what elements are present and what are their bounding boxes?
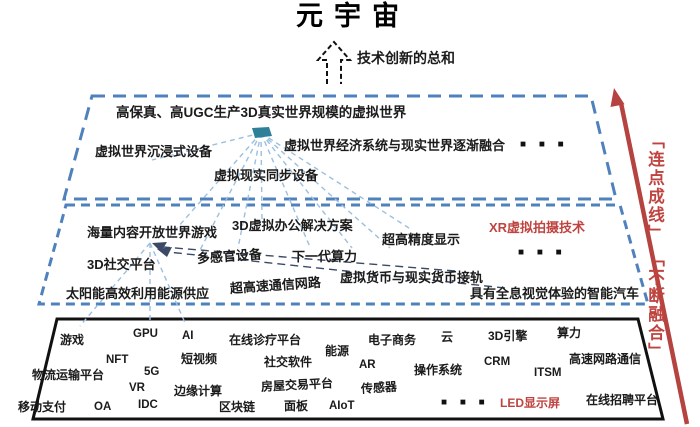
bottom-item-online-clinic: 在线诊疗平台 bbox=[229, 333, 302, 347]
bottom-item-idc: IDC bbox=[138, 399, 158, 411]
bottom-item-short-video: 短视频 bbox=[181, 352, 218, 366]
bottom-item-aiot: AIoT bbox=[329, 400, 355, 412]
bottom-item-oa: OA bbox=[94, 401, 112, 413]
bottom-item-ar: AR bbox=[359, 359, 376, 371]
mid-item-open-world-games: 海量内容开放世界游戏 bbox=[87, 225, 218, 240]
mid-item-hd-display: 超高精度显示 bbox=[382, 232, 461, 247]
side-annotation-col-left: 「不断融合」 bbox=[645, 249, 664, 361]
bottom-item-crm: CRM bbox=[484, 356, 511, 368]
top-item-vision: 高保真、高UGC生产3D真实世界规模的虚拟世界 bbox=[116, 105, 407, 120]
mid-item-solar-energy: 太阳能高效利用能源供应 bbox=[66, 286, 210, 301]
bottom-item-5g: 5G bbox=[144, 366, 160, 378]
bottom-item-ecommerce: 电子商务 bbox=[368, 333, 417, 347]
bottom-item-nft: NFT bbox=[106, 354, 129, 366]
top-item-economy: 虚拟世界经济系统与现实世界逐渐融合 bbox=[284, 138, 506, 153]
bottom-item-blockchain: 区块链 bbox=[219, 400, 256, 414]
title-up-arrow-icon bbox=[315, 40, 353, 84]
hub-node bbox=[252, 127, 272, 138]
bottom-item-social-software: 社交软件 bbox=[264, 355, 313, 369]
bottom-layer-outline bbox=[31, 317, 665, 421]
bottom-item-hs-network: 高速网路通信 bbox=[569, 352, 642, 366]
bottom-item-energy: 能源 bbox=[325, 344, 350, 358]
page-title: 元宇宙 bbox=[296, 1, 410, 31]
top-item-vr-sync-devices: 虚拟现实同步设备 bbox=[214, 168, 319, 183]
bottom-item-mobile-payment: 移动支付 bbox=[18, 400, 67, 414]
bottom-item-edge-computing: 边缘计算 bbox=[174, 384, 223, 398]
bottom-item-gpu: GPU bbox=[133, 328, 158, 340]
bottom-item-sensors: 传感器 bbox=[360, 379, 398, 396]
bottom-item-os: 操作系统 bbox=[414, 363, 463, 377]
bottom-item-online-recruiting: 在线招聘平台 bbox=[586, 393, 659, 407]
ellipsis-dots: ■ ■ ■ bbox=[520, 139, 569, 150]
connector-arrows-dark bbox=[152, 242, 506, 289]
ellipsis-dots: ■ ■ ■ bbox=[518, 247, 567, 258]
bottom-item-cloud: 云 bbox=[441, 330, 454, 344]
mid-item-virtual-currency: 虚拟货币与现实货币接轨 bbox=[340, 270, 484, 285]
top-item-immersive-devices: 虚拟世界沉浸式设备 bbox=[95, 144, 213, 159]
bottom-item-vr: VR bbox=[129, 382, 145, 394]
title-caption: 技术创新的总和 bbox=[357, 50, 455, 66]
bottom-item-compute: 算力 bbox=[557, 326, 582, 340]
mid-item-next-gen-compute: 下一代算力 bbox=[292, 249, 358, 264]
bottom-item-games: 游戏 bbox=[60, 333, 85, 347]
side-annotation: 「连点成线」 「不断融合」 bbox=[644, 132, 663, 361]
bottom-item-panel: 面板 bbox=[284, 399, 309, 413]
bottom-item-itsm: ITSM bbox=[534, 367, 562, 379]
side-annotation-col-right: 「连点成线」 bbox=[645, 132, 664, 243]
growth-arrow-icon bbox=[610, 88, 690, 425]
bottom-item-ai: AI bbox=[182, 330, 194, 342]
ellipsis-dots: ■ ■ ■ bbox=[441, 397, 490, 408]
mid-item-3d-office: 3D虚拟办公解决方案 bbox=[232, 218, 353, 233]
mid-item-3d-social: 3D社交平台 bbox=[87, 257, 156, 272]
bottom-item-logistics: 物流运输平台 bbox=[32, 368, 105, 382]
connector-lines-light bbox=[79, 132, 413, 327]
mid-item-xr-filming: XR虚拟拍摄技术 bbox=[489, 220, 586, 235]
bottom-item-led-display: LED显示屏 bbox=[500, 396, 561, 410]
bottom-item-3d-engine: 3D引擎 bbox=[488, 329, 528, 343]
mid-item-smart-car: 具有全息视觉体验的智能汽车 bbox=[470, 286, 640, 301]
